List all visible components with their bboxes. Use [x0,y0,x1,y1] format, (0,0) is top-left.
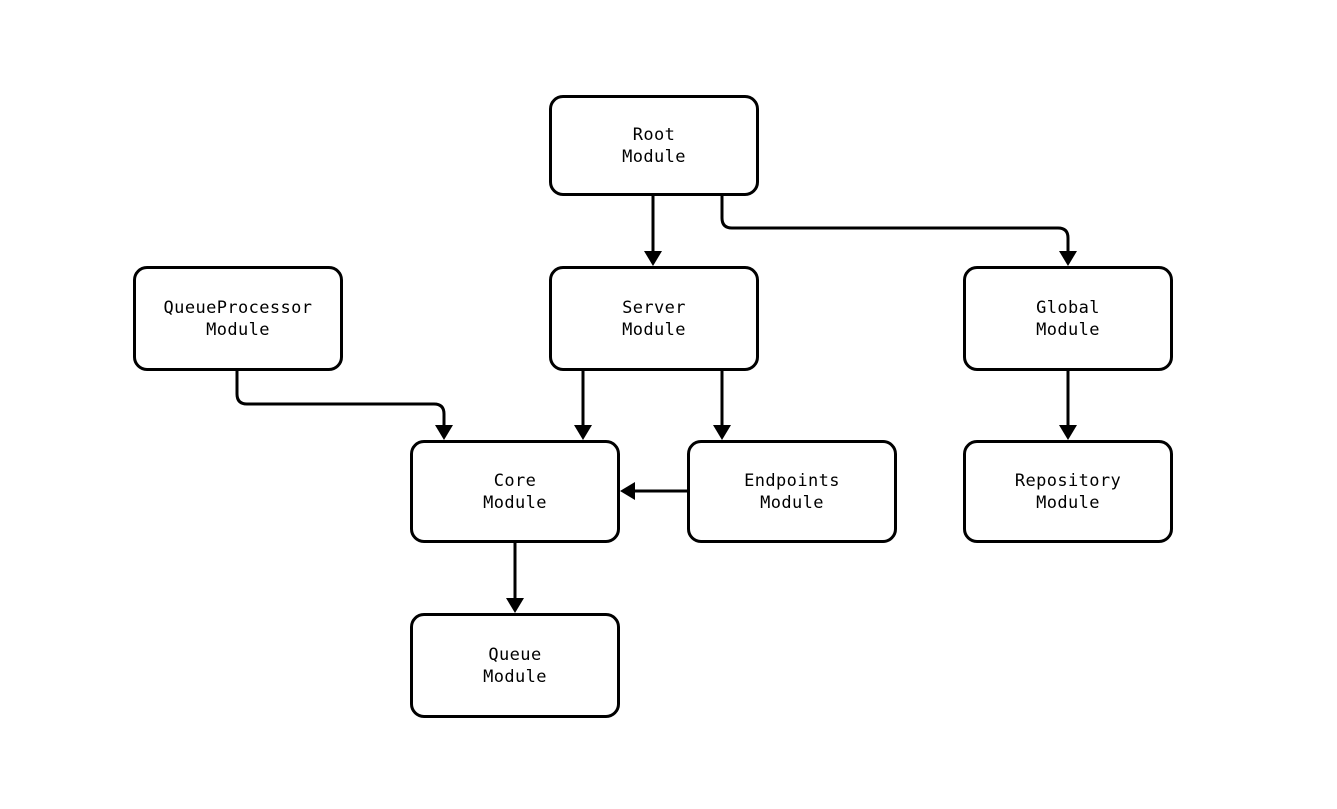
node-global-line2: Module [1036,319,1100,340]
node-root-line1: Root [632,124,676,145]
node-endpoints[interactable]: Endpoints Module [687,440,897,543]
node-root-line2: Module [622,146,686,167]
node-core-line1: Core [493,470,537,491]
arrowhead-root-to-global [1059,251,1077,266]
node-queueprocessor-line1: QueueProcessor [163,297,313,318]
node-server-line2: Module [622,319,686,340]
arrowhead-root-to-server [644,251,662,266]
arrowhead-server-to-endpoints [713,425,731,440]
node-core-line2: Module [483,492,547,513]
node-repository[interactable]: Repository Module [963,440,1173,543]
arrowhead-server-to-core [574,425,592,440]
edge-queueprocessor-to-core [235,371,446,430]
node-global[interactable]: Global Module [963,266,1173,371]
node-queue-line2: Module [483,666,547,687]
node-queueprocessor-line2: Module [206,319,270,340]
node-server[interactable]: Server Module [549,266,759,371]
arrowhead-core-to-queue [506,598,524,613]
node-queue[interactable]: Queue Module [410,613,620,718]
node-core[interactable]: Core Module [410,440,620,543]
node-queue-line1: Queue [488,644,542,665]
edge-root-to-global [720,196,1070,256]
node-root[interactable]: Root Module [549,95,759,196]
node-endpoints-line2: Module [760,492,824,513]
node-global-line1: Global [1036,297,1100,318]
node-server-line1: Server [622,297,686,318]
node-repository-line2: Module [1036,492,1100,513]
arrowhead-global-to-repository [1059,425,1077,440]
node-endpoints-line1: Endpoints [744,470,840,491]
arrowhead-queueprocessor-to-core [435,425,453,440]
arrowhead-endpoints-to-core [620,482,635,500]
node-queueprocessor[interactable]: QueueProcessor Module [133,266,343,371]
node-repository-line1: Repository [1014,470,1122,491]
